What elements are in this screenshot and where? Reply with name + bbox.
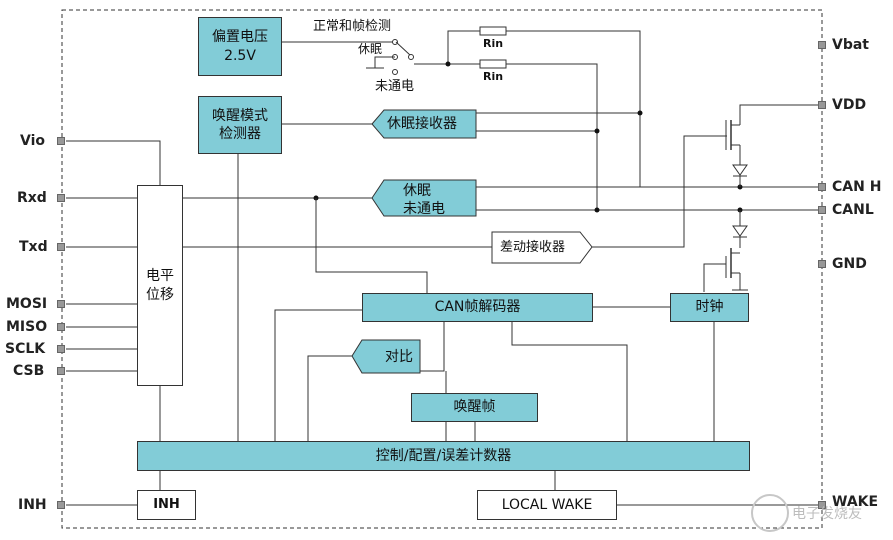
resistor-2 bbox=[479, 59, 507, 69]
pin-vio-pad bbox=[57, 137, 65, 145]
pin-mosi-label: MOSI bbox=[6, 296, 48, 312]
pin-txd-pad bbox=[57, 243, 65, 251]
pin-csb-label: CSB bbox=[13, 363, 45, 379]
pin-canh-label: CAN H bbox=[832, 179, 882, 195]
pin-sclk-pad bbox=[57, 345, 65, 353]
control-label: 控制/配置/误差计数器 bbox=[375, 447, 512, 464]
pin-vdd-label: VDD bbox=[832, 97, 867, 113]
wake-detector-label: 唤醒模式 检测器 bbox=[212, 107, 268, 142]
pin-canl-pad bbox=[818, 206, 826, 214]
pin-vbat-pad bbox=[818, 41, 826, 49]
sleep-receiver-label: 休眠接收器 bbox=[387, 116, 457, 132]
pin-wake-pad bbox=[818, 501, 826, 509]
pin-inh-pad bbox=[57, 501, 65, 509]
resistor-1-label: Rin bbox=[483, 37, 504, 50]
pin-sclk-label: SCLK bbox=[5, 341, 46, 357]
pin-vbat-label: Vbat bbox=[832, 37, 869, 53]
local-wake-block: LOCAL WAKE bbox=[477, 490, 617, 520]
local-wake-label: LOCAL WAKE bbox=[501, 496, 593, 513]
level-shift-label: 电平 位移 bbox=[146, 268, 174, 303]
inh-block: INH bbox=[137, 490, 196, 520]
can-decoder-block: CAN帧解码器 bbox=[362, 293, 593, 322]
pin-canh-pad bbox=[818, 183, 826, 191]
pin-gnd-pad bbox=[818, 260, 826, 268]
control-block: 控制/配置/误差计数器 bbox=[137, 441, 750, 471]
diff-receiver-shape bbox=[491, 231, 593, 264]
wake-detector-block: 唤醒模式 检测器 bbox=[198, 96, 282, 154]
wake-frame-block: 唤醒帧 bbox=[411, 393, 538, 422]
pin-mosi-pad bbox=[57, 300, 65, 308]
switch-unpowered-label: 未通电 bbox=[375, 79, 415, 94]
diff-receiver-label: 差动接收器 bbox=[500, 240, 566, 255]
pin-gnd-label: GND bbox=[832, 256, 867, 272]
resistor-2-label: Rin bbox=[483, 70, 504, 83]
wire-vio bbox=[66, 140, 161, 185]
pin-csb-pad bbox=[57, 367, 65, 375]
pin-vio-label: Vio bbox=[20, 133, 46, 149]
pin-txd-label: Txd bbox=[19, 239, 48, 255]
watermark-text: 电子发烧友 bbox=[792, 506, 862, 522]
compare-shape bbox=[351, 339, 421, 374]
bias-voltage-block: 偏置电压 2.5V bbox=[198, 17, 282, 76]
sleep-nocomm-label: 休眠 未通电 bbox=[403, 183, 445, 218]
clock-block: 时钟 bbox=[670, 293, 749, 322]
pin-rxd-pad bbox=[57, 194, 65, 202]
can-decoder-label: CAN帧解码器 bbox=[434, 299, 521, 316]
chip-boundary bbox=[61, 9, 823, 529]
switch-normal-label: 正常和帧检测 bbox=[313, 19, 392, 34]
clock-label: 时钟 bbox=[695, 299, 724, 316]
compare-label: 对比 bbox=[385, 349, 413, 365]
pin-vdd-pad bbox=[818, 101, 826, 109]
inh-block-label: INH bbox=[153, 496, 180, 512]
level-shift-block: 电平 位移 bbox=[137, 185, 183, 386]
switch-sleep-label: 休眠 bbox=[358, 42, 383, 56]
pin-wake-label: WAKE bbox=[832, 494, 879, 510]
resistor-1 bbox=[479, 26, 507, 36]
pin-miso-label: MISO bbox=[6, 319, 48, 335]
sleep-receiver-shape bbox=[371, 109, 477, 139]
pin-inh-label: INH bbox=[18, 497, 47, 513]
sleep-nocomm-shape bbox=[371, 179, 477, 217]
wake-frame-label: 唤醒帧 bbox=[453, 399, 496, 416]
bias-voltage-label: 偏置电压 2.5V bbox=[212, 29, 268, 64]
pin-miso-pad bbox=[57, 323, 65, 331]
pin-canl-label: CANL bbox=[832, 202, 874, 218]
pin-rxd-label: Rxd bbox=[17, 190, 47, 206]
